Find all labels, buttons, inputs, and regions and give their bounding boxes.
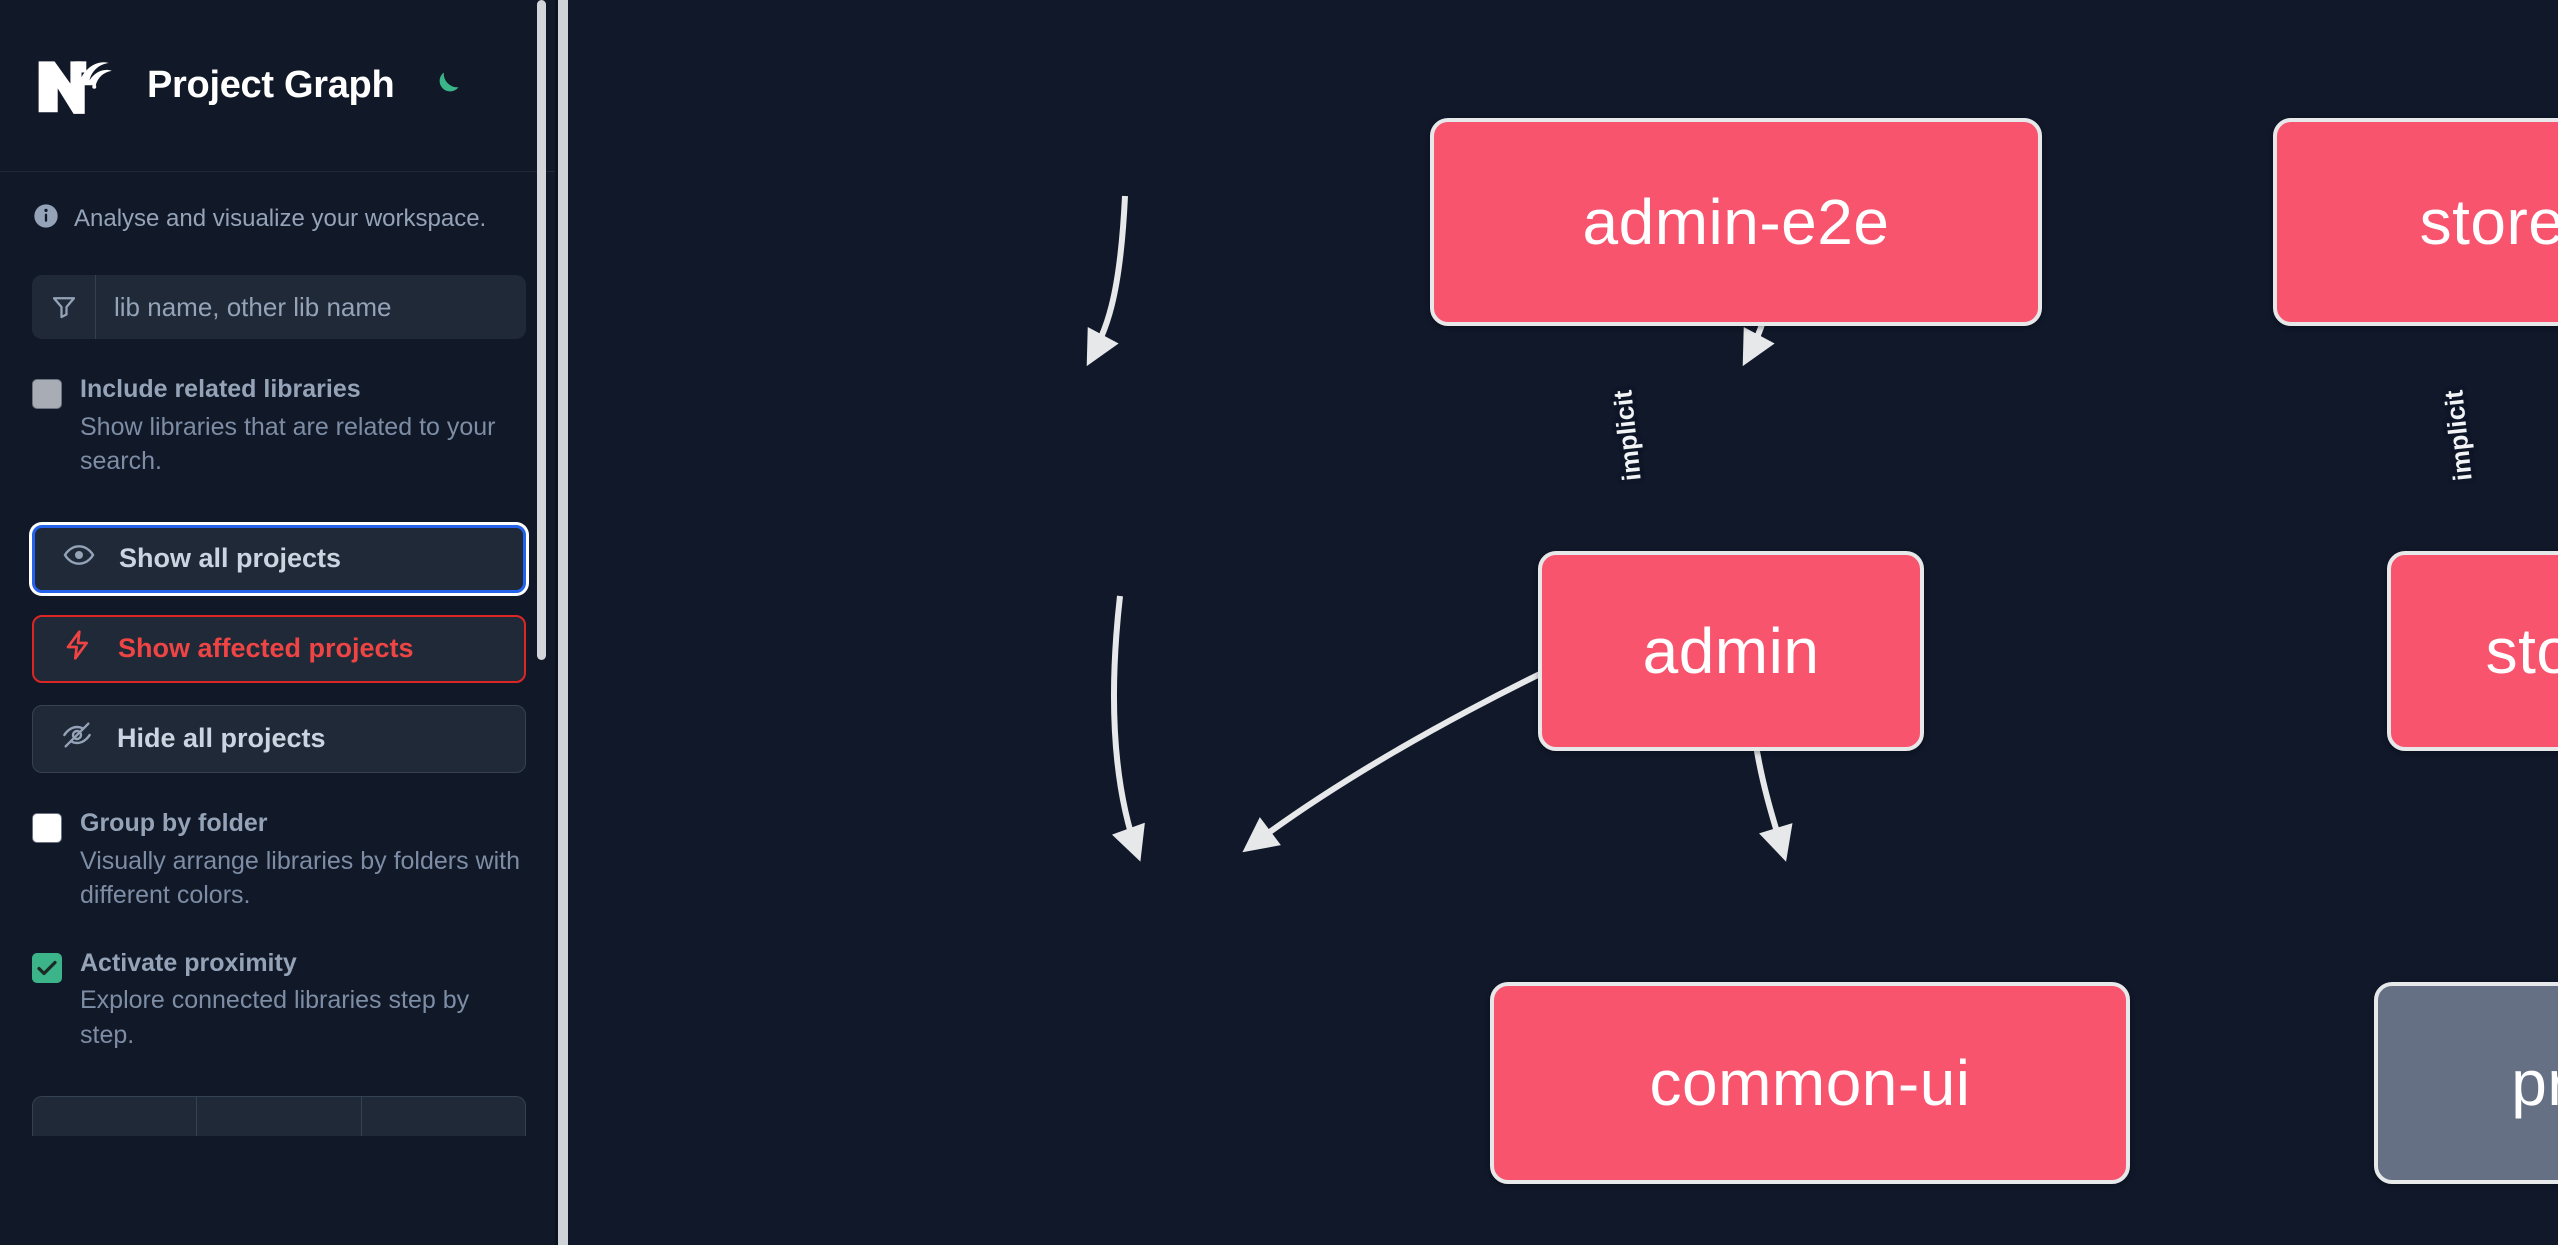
option-description: Explore connected libraries step by step…: [80, 986, 470, 1049]
stepper-segment[interactable]: [197, 1097, 362, 1137]
node-label: common-ui: [1649, 1047, 1971, 1119]
option-group-by-folder[interactable]: Group by folder Visually arrange librari…: [0, 773, 558, 913]
visibility-button-group: Show all projects Show affected projects: [32, 524, 526, 773]
group-by-folder-checkbox[interactable]: [32, 812, 62, 843]
node-label: admin: [1642, 615, 1820, 687]
node-label: store: [2485, 615, 2558, 687]
bolt-icon: [62, 629, 94, 668]
search-input[interactable]: [96, 275, 526, 339]
graph-canvas[interactable]: admin-e2e store-e2e admin store common-u…: [558, 0, 2558, 1245]
proximity-stepper-partial[interactable]: [32, 1096, 526, 1137]
show-all-projects-button[interactable]: Show all projects: [32, 524, 526, 593]
node-label: admin-e2e: [1582, 186, 1890, 258]
activate-proximity-checkbox[interactable]: [32, 952, 62, 983]
sidebar-divider: [555, 0, 558, 1245]
option-description: Visually arrange libraries by folders wi…: [80, 846, 521, 910]
graph-node-products[interactable]: products: [2374, 982, 2558, 1184]
edge-admin-e2e-to-admin: [1086, 195, 1128, 367]
sidebar-scrollbar[interactable]: [537, 0, 546, 660]
option-title: Group by folder: [80, 808, 268, 837]
nx-logo-icon: [32, 55, 112, 117]
graph-node-admin[interactable]: admin: [1538, 551, 1924, 751]
check-icon: [37, 960, 57, 975]
option-description: Show libraries that are related to your …: [80, 412, 496, 476]
eye-icon: [63, 539, 95, 578]
option-title: Include related libraries: [80, 375, 361, 403]
sidebar-info: Analyse and visualize your workspace.: [0, 172, 558, 235]
search-bar[interactable]: [32, 275, 526, 339]
sidebar-header: Project Graph: [0, 0, 558, 172]
option-title: Activate proximity: [80, 948, 297, 977]
graph-node-common-ui[interactable]: common-ui: [1490, 982, 2130, 1184]
sidebar-info-text: Analyse and visualize your workspace.: [74, 204, 487, 232]
option-include-related-libraries[interactable]: Include related libraries Show libraries…: [0, 339, 558, 479]
option-activate-proximity[interactable]: Activate proximity Explore connected lib…: [0, 913, 558, 1053]
show-affected-projects-label: Show affected projects: [118, 633, 414, 664]
canvas-scrollbar[interactable]: [558, 0, 568, 1245]
show-all-projects-label: Show all projects: [119, 543, 342, 574]
graph-node-admin-e2e[interactable]: admin-e2e: [1430, 118, 2042, 326]
graph-node-store[interactable]: store: [2387, 551, 2558, 751]
sidebar: Project Graph Analyse and visualize your…: [0, 0, 558, 1245]
show-affected-projects-button[interactable]: Show affected projects: [32, 614, 526, 683]
eye-off-icon: [61, 719, 93, 758]
edge-admin-to-common-ui: [1110, 595, 1145, 862]
node-label: products: [2511, 1047, 2558, 1119]
page-title: Project Graph: [147, 64, 395, 106]
info-icon: [32, 202, 60, 235]
graph-node-store-e2e[interactable]: store-e2e: [2273, 118, 2558, 326]
include-related-libraries-checkbox[interactable]: [32, 379, 62, 409]
stepper-segment[interactable]: [362, 1097, 525, 1136]
hide-all-projects-label: Hide all projects: [117, 723, 326, 754]
stepper-segment[interactable]: [33, 1097, 198, 1137]
moon-icon[interactable]: [422, 63, 468, 109]
hide-all-projects-button[interactable]: Hide all projects: [32, 704, 526, 773]
node-label: store-e2e: [2419, 186, 2558, 258]
filter-icon: [32, 275, 96, 339]
